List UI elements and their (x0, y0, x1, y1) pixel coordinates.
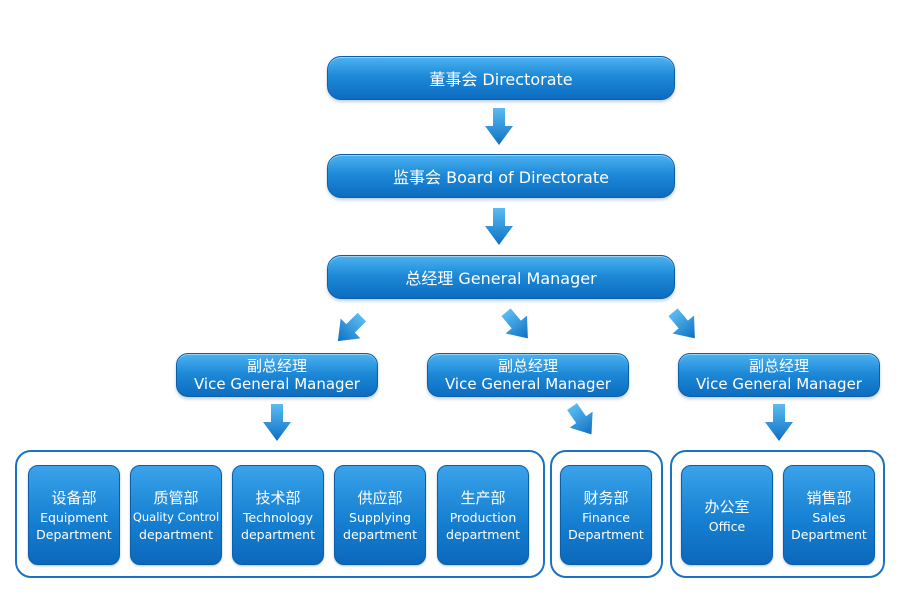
department-zh: 设备部 (51, 489, 97, 507)
department-zh: 办公室 (704, 497, 750, 516)
arrow-down-1 (485, 108, 513, 145)
vice-manager-en: Vice General Manager (696, 375, 862, 393)
department-en-line1: Finance (582, 510, 630, 525)
department-zh: 供应部 (357, 489, 403, 507)
vice-manager-box-left: 副总经理 Vice General Manager (176, 353, 378, 397)
department-zh: 生产部 (460, 489, 506, 507)
department-en-line2: department (241, 527, 315, 542)
department-supplying: 供应部 Supplying department (334, 465, 426, 565)
directorate-box: 董事会 Directorate (327, 56, 675, 100)
department-production: 生产部 Production department (437, 465, 529, 565)
vice-manager-en: Vice General Manager (194, 375, 360, 393)
department-en-line2: department (139, 527, 213, 542)
department-sales: 销售部 Sales Department (783, 465, 875, 565)
department-quality-control: 质管部 Quality Control department (130, 465, 222, 565)
department-en-line1: Supplying (349, 510, 411, 525)
department-en-line2: Department (568, 527, 644, 542)
department-office: 办公室 Office (681, 465, 773, 565)
arrow-to-group-right (765, 404, 793, 441)
department-zh: 质管部 (153, 489, 199, 507)
department-group-left (15, 450, 545, 578)
arrow-to-vgm-middle (501, 308, 528, 339)
arrow-down-2 (485, 208, 513, 245)
department-en-line1: Production (449, 510, 517, 525)
department-technology: 技术部 Technology department (232, 465, 324, 565)
department-zh: 销售部 (806, 489, 852, 507)
board-of-directorate-label: 监事会 Board of Directorate (393, 168, 609, 187)
arrow-to-group-left (263, 404, 291, 441)
vice-manager-en: Vice General Manager (445, 375, 611, 393)
department-equipment: 设备部 Equipment Department (28, 465, 120, 565)
vice-manager-box-right: 副总经理 Vice General Manager (678, 353, 880, 397)
general-manager-box: 总经理 General Manager (327, 255, 675, 299)
department-en-line1: Equipment (40, 510, 108, 525)
department-en-line2: Department (36, 527, 112, 542)
vice-manager-box-middle: 副总经理 Vice General Manager (427, 353, 629, 397)
arrow-to-vgm-right (668, 308, 695, 339)
general-manager-label: 总经理 General Manager (405, 269, 597, 288)
vice-manager-zh: 副总经理 (246, 357, 307, 375)
department-en-line1: Office (708, 518, 746, 534)
arrow-to-vgm-left (337, 312, 367, 342)
department-en-line2: Department (791, 527, 867, 542)
vice-manager-zh: 副总经理 (497, 357, 558, 375)
department-en-line2: department (343, 527, 417, 542)
department-group-right (670, 450, 885, 578)
department-en-line1: Quality Control (132, 510, 220, 524)
department-finance: 财务部 Finance Department (560, 465, 652, 565)
board-of-directorate-box: 监事会 Board of Directorate (327, 154, 675, 198)
department-en-line2: department (446, 527, 520, 542)
vice-manager-zh: 副总经理 (748, 357, 809, 375)
department-en-line1: Technology (242, 510, 314, 525)
department-zh: 技术部 (255, 489, 301, 507)
department-zh: 财务部 (583, 489, 629, 507)
department-group-finance (550, 450, 663, 578)
arrow-to-group-finance (567, 403, 593, 435)
directorate-label: 董事会 Directorate (429, 70, 573, 89)
department-en-line1: Sales (812, 510, 846, 525)
